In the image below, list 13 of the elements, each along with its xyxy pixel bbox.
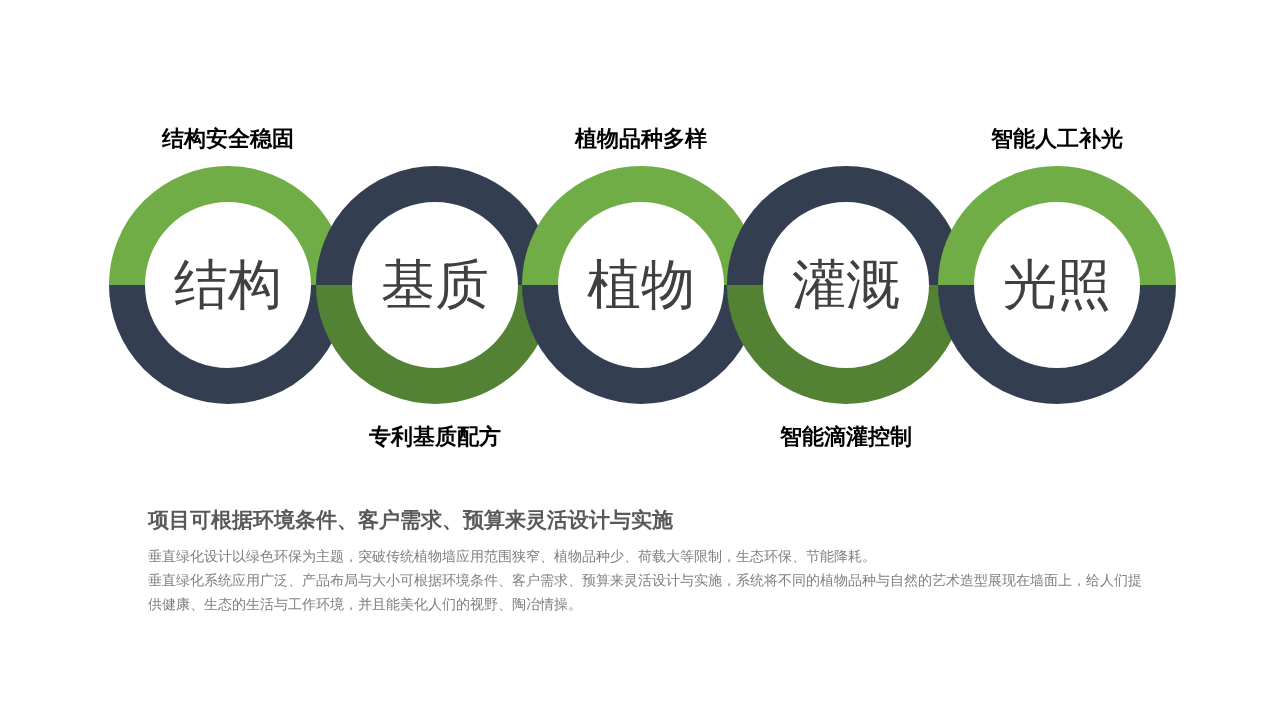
ring-heading: 智能人工补光 xyxy=(991,125,1123,153)
ring-heading: 专利基质配方 xyxy=(369,423,501,451)
ring-label: 基质 xyxy=(381,252,489,318)
ring-label: 植物 xyxy=(587,252,695,318)
ring-label: 灌溉 xyxy=(792,252,900,318)
ring-heading: 植物品种多样 xyxy=(575,125,707,153)
subheading: 项目可根据环境条件、客户需求、预算来灵活设计与实施 xyxy=(148,507,673,534)
ring-label: 光照 xyxy=(1003,252,1111,318)
paragraph: 垂直绿化系统应用广泛、产品布局与大小可根据环境条件、客户需求、预算来灵活设计与实施，系统将不同的植物品种与自然的艺术造型展现在墙面上，给人们提供健康、生态的生活与工作环境，并且能美化人们的视野、陶冶情操。 xyxy=(148,571,1143,614)
ring-heading: 智能滴灌控制 xyxy=(780,423,912,451)
ring-heading: 结构安全稳固 xyxy=(162,125,294,153)
paragraph: 垂直绿化设计以绿色环保为主题，突破传统植物墙应用范围狭窄、植物品种少、荷载大等限制，生态环保、节能降耗。 xyxy=(148,547,877,566)
ring-label: 结构 xyxy=(174,252,282,318)
